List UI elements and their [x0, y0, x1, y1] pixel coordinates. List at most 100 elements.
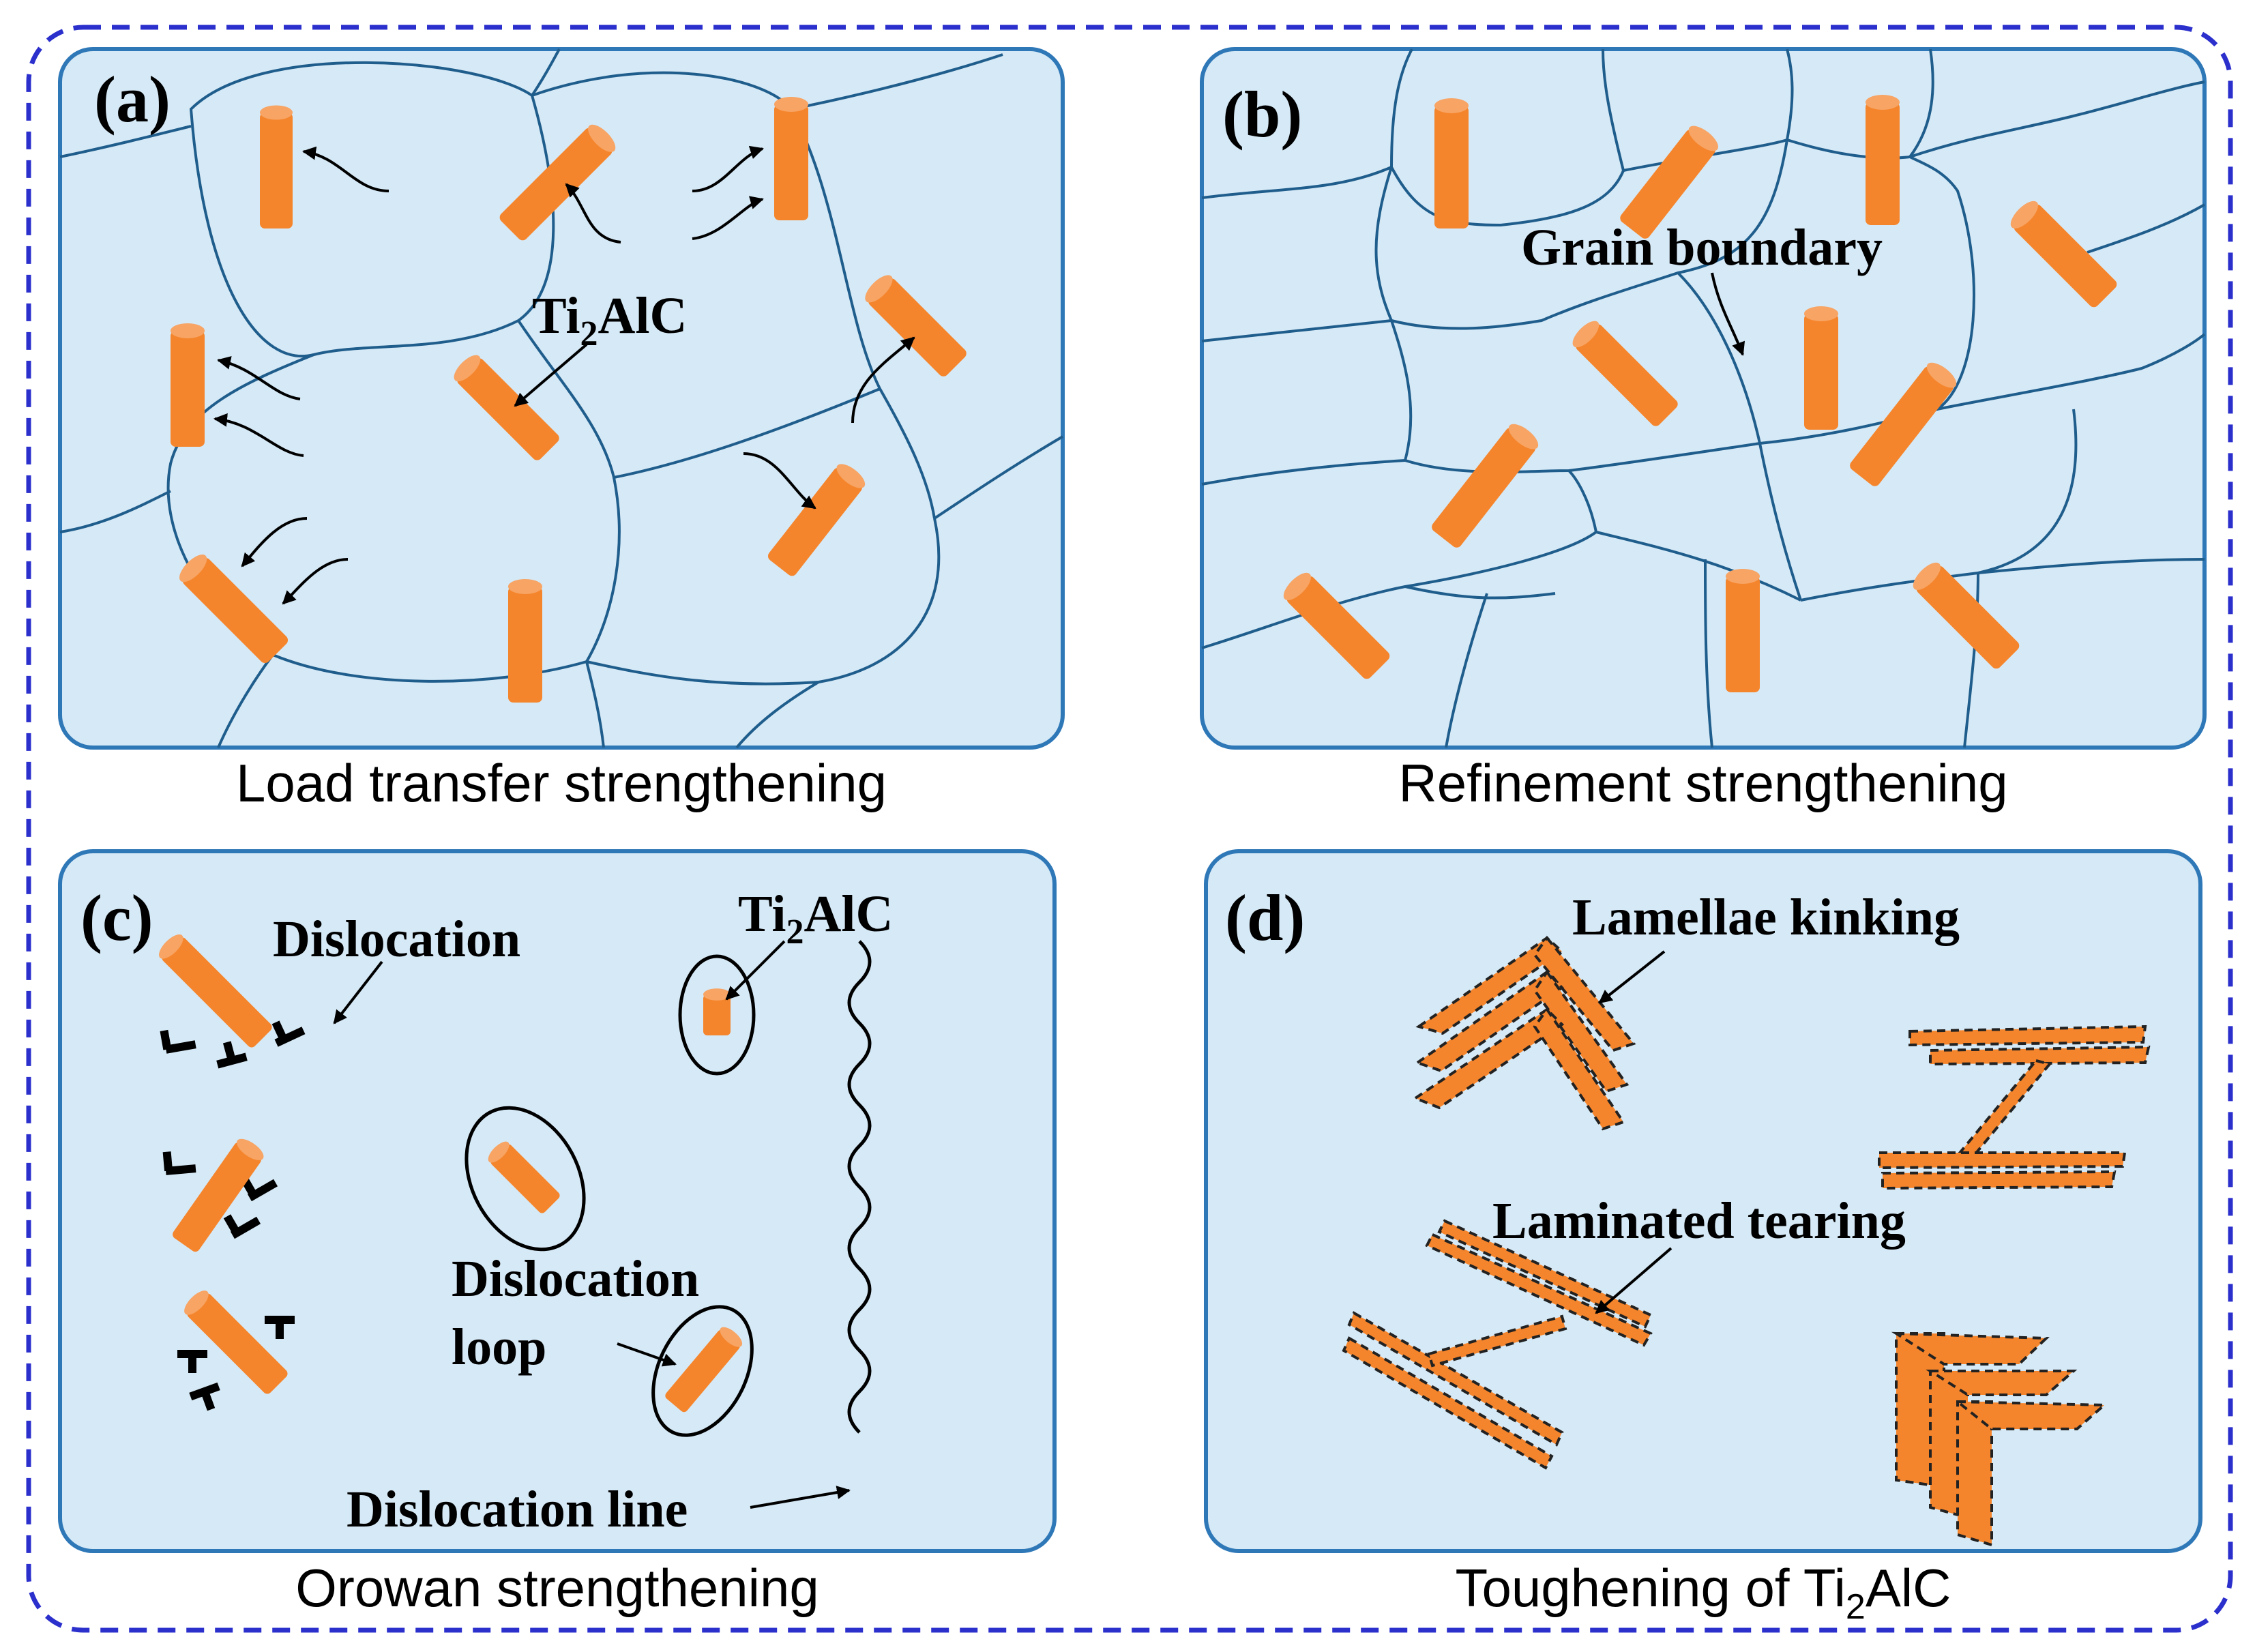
caption-c: Orowan strengthening: [295, 1558, 819, 1618]
particle-body: [665, 1329, 740, 1413]
kinked-lamella-1b: [1533, 935, 1636, 1052]
ti2alc-particle: [173, 1138, 264, 1252]
arrow-a-10: [282, 558, 349, 605]
ti2alc-particle: [703, 988, 731, 1035]
kink-br-3b: [1954, 1400, 2108, 1430]
particle-body: [1286, 576, 1390, 679]
plate-top-2: [1929, 1045, 2151, 1066]
panel-a: [58, 47, 1065, 750]
ti2alc-particle: [508, 579, 542, 703]
particle-top-cap: [1434, 98, 1469, 113]
kink-br-3: [1956, 1400, 1993, 1547]
dislocation-line-wavy: [847, 940, 872, 1434]
ti2alc-particle: [179, 555, 289, 664]
particle-body: [767, 467, 863, 576]
particle-top-cap: [1508, 424, 1539, 449]
panel-c: [58, 849, 1057, 1553]
tear-strip-left: [1427, 1314, 1567, 1368]
ti2alc-particle: [1572, 321, 1678, 426]
panel-c-ti2alc-label: Ti2AlC: [738, 885, 893, 952]
caption-d: Toughening of Ti2AlC: [1455, 1558, 1951, 1627]
kinked-lamella-2b: [1533, 969, 1630, 1093]
particle-body: [774, 104, 808, 220]
panel-a-label: (a): [94, 63, 171, 136]
ti2alc-particle: [1620, 126, 1718, 239]
particle-body: [260, 113, 293, 228]
particle-top-cap: [588, 124, 616, 152]
kink-br-1b: [1891, 1331, 2050, 1366]
arrow-a-3: [692, 145, 764, 192]
particle-top-cap: [179, 555, 207, 582]
ti2alc-particle: [159, 934, 272, 1048]
panel-c-loop-label-line1: Dislocation: [452, 1250, 699, 1308]
particle-body: [490, 1144, 560, 1213]
ti2alc-particle: [1726, 569, 1760, 692]
panel-b-grain-boundaries: [1201, 48, 2206, 748]
particle-top-cap: [774, 97, 808, 112]
particle-top-cap: [1866, 95, 1900, 110]
caption-b: Refinement strengthening: [1398, 753, 2007, 813]
orowan-loop-bottom: [651, 1305, 754, 1437]
arrow-a-5: [217, 356, 301, 400]
particle-body: [1434, 106, 1469, 228]
particle-body: [868, 278, 967, 377]
ti2alc-particle: [454, 355, 559, 460]
panel-c-label: (c): [80, 881, 153, 954]
kinked-lamella-2: [1414, 970, 1565, 1073]
ti2alc-particle: [1866, 95, 1900, 225]
ti2alc-particle: [774, 97, 808, 220]
particle-body: [703, 994, 731, 1035]
arrow-c-ti2alc: [725, 940, 786, 1001]
arrow-a-6: [213, 413, 304, 457]
panel-a-grain-boundaries: [59, 48, 1064, 749]
ti2alc-particle: [767, 464, 866, 576]
particle-top-cap: [237, 1138, 264, 1160]
panel-c-box: [58, 849, 1057, 1553]
arrow-a-8: [743, 452, 816, 510]
panel-b-label: (b): [1222, 78, 1302, 151]
particle-top-cap: [865, 275, 893, 303]
ti2alc-particle: [865, 275, 967, 377]
plate-bottom-1: [1878, 1151, 2127, 1170]
lamellae-shapes: [1342, 935, 2151, 1547]
particle-body: [1726, 576, 1760, 692]
kink-br-2b: [1926, 1370, 2078, 1396]
plate-top-1: [1908, 1024, 2147, 1047]
tear-plate-1: [1425, 1233, 1653, 1347]
kinked-lamella-1: [1415, 936, 1565, 1035]
particle-body: [1804, 314, 1838, 430]
particle-body: [182, 557, 289, 664]
particle-body: [173, 1142, 261, 1252]
arrow-a-7: [851, 336, 915, 424]
arrow-d-tearing: [1595, 1247, 1672, 1314]
plate-bottom-2: [1881, 1170, 2117, 1190]
ti2alc-particle: [171, 323, 205, 447]
particle-top-cap: [1726, 569, 1760, 584]
particle-body: [1850, 366, 1954, 486]
particle-body: [457, 358, 559, 460]
panel-d-label: (d): [1225, 881, 1305, 954]
caption-a: Load transfer strengthening: [236, 753, 887, 813]
ti2alc-particles: [159, 95, 2117, 1413]
particle-body: [1432, 428, 1535, 548]
panel-d-kinking-label: Lamellae kinking: [1572, 889, 1960, 946]
particle-top-cap: [1688, 126, 1718, 151]
arrow-a-1: [302, 146, 389, 192]
particle-top-cap: [1804, 306, 1838, 321]
particle-body: [2014, 204, 2117, 308]
orowan-loop-top: [678, 954, 756, 1076]
particle-top-cap: [184, 1290, 209, 1315]
particle-body: [1916, 565, 2020, 669]
ti2alc-particle: [1850, 362, 1957, 486]
arrow-c-dislocation: [333, 960, 383, 1024]
ti2alc-particle: [499, 124, 616, 241]
particle-top-cap: [703, 988, 731, 1001]
panel-c-line-label: Dislocation line: [347, 1481, 688, 1538]
ti2alc-particle: [2010, 201, 2117, 308]
particle-body: [1866, 102, 1900, 225]
tear-plate-4: [1342, 1336, 1554, 1470]
panel-a-ti2alc-label: Ti2AlC: [532, 287, 687, 353]
particle-top-cap: [2010, 201, 2038, 228]
particle-top-cap: [1913, 562, 1941, 590]
